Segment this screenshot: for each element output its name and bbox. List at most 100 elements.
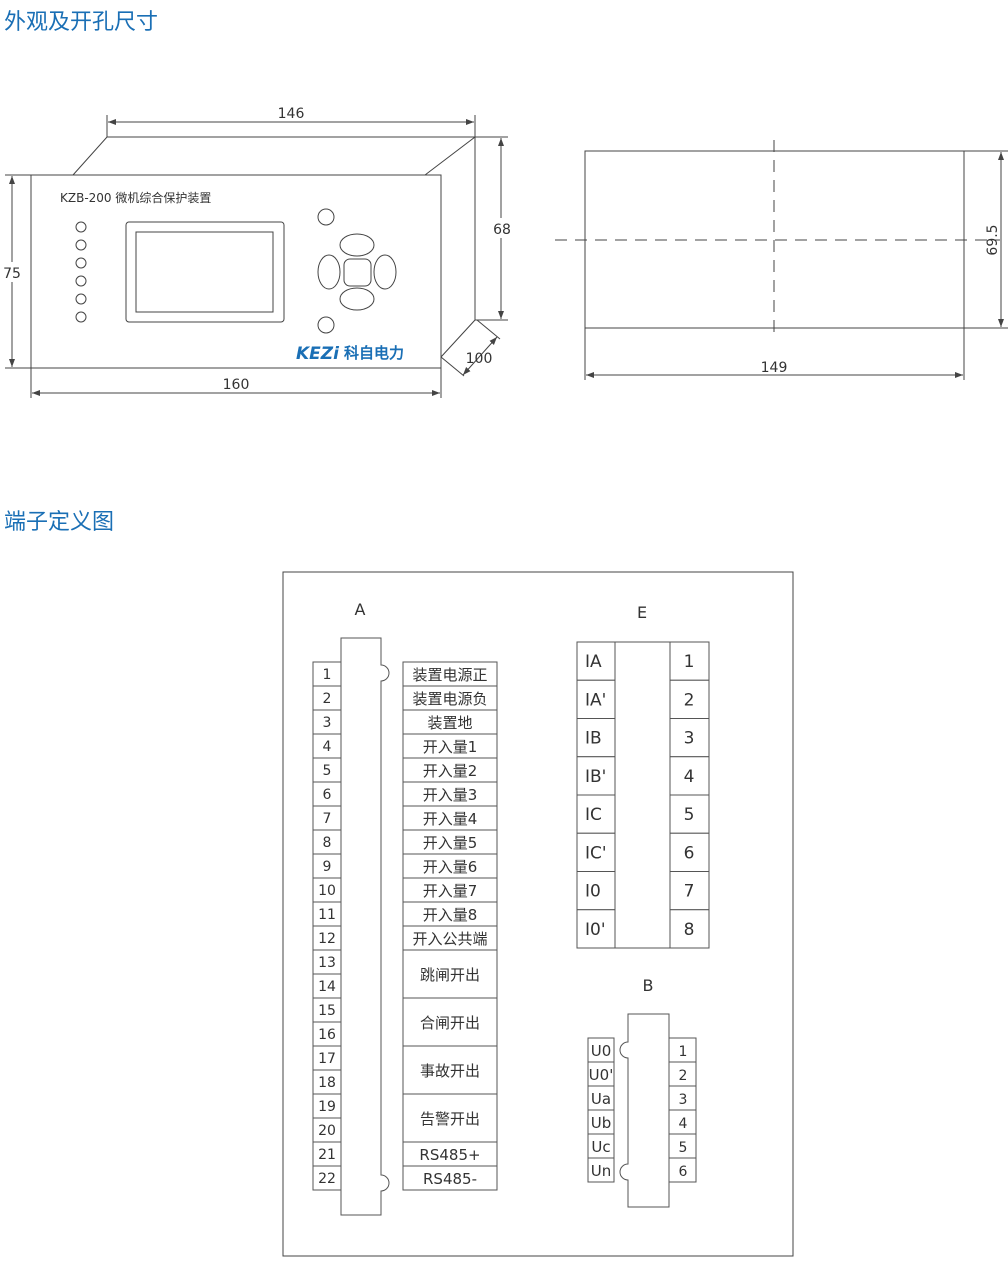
definition-text: 开入量5 (423, 834, 478, 852)
led-indicator (75, 239, 87, 251)
lcd-bezel (125, 221, 285, 323)
down-key (339, 287, 375, 311)
pin-number: 3 (684, 729, 695, 749)
pin-number: 1 (679, 1044, 688, 1060)
terminal-a-pin: 14 (312, 973, 342, 999)
terminal-a-pin: 11 (312, 901, 342, 927)
pin-number: 13 (318, 955, 336, 971)
definition-text: 事故开出 (420, 1062, 480, 1080)
terminal-a-definition: 装置电源正 (402, 661, 498, 687)
dim-146: 146 (278, 106, 305, 122)
terminal-a-pin: 18 (312, 1069, 342, 1095)
pin-number: 5 (684, 805, 695, 825)
signal-name: IB (585, 729, 602, 749)
signal-name: Un (591, 1162, 612, 1180)
left-key (317, 254, 341, 290)
dim-100: 100 (466, 351, 493, 367)
pin-number: 4 (684, 767, 695, 787)
logo-latin: KEZi (296, 344, 340, 364)
dim-69-5: 69.5 (985, 224, 1001, 255)
definition-text: 开入量6 (423, 858, 478, 876)
terminal-a-definition: 跳闸开出 (402, 949, 498, 999)
signal-name: Ua (591, 1090, 611, 1108)
logo-chinese: 科自电力 (344, 344, 404, 362)
pin-number: 7 (684, 882, 695, 902)
function-button-top (317, 208, 335, 226)
terminal-a-pin: 8 (312, 829, 342, 855)
terminal-e-connector (614, 641, 671, 949)
terminal-a-pin: 6 (312, 781, 342, 807)
terminal-a-pin: 17 (312, 1045, 342, 1071)
pin-number: 2 (323, 691, 332, 707)
definition-text: RS485- (423, 1170, 477, 1188)
signal-name: IA' (585, 690, 606, 710)
led-indicator (75, 221, 87, 233)
pin-number: 5 (323, 763, 332, 779)
terminal-a-definition: 开入量8 (402, 901, 498, 927)
terminal-a-pin: 12 (312, 925, 342, 951)
terminal-a-pin: 15 (312, 997, 342, 1023)
pin-number: 9 (323, 859, 332, 875)
pin-number: 14 (318, 979, 336, 995)
pin-number: 3 (323, 715, 332, 731)
signal-name: I0 (585, 882, 601, 902)
pin-number: 20 (318, 1123, 336, 1139)
terminal-a-definition: 开入量5 (402, 829, 498, 855)
terminal-a-block: 12345678910111213141516171819202122装置电源正… (312, 661, 498, 1191)
pin-number: 8 (684, 920, 695, 940)
right-key (373, 254, 397, 290)
dim-line-100 (462, 336, 498, 376)
led-indicator (75, 257, 87, 269)
signal-name: IA (585, 652, 602, 672)
terminal-a-definition: 合闸开出 (402, 997, 498, 1047)
up-key (339, 233, 375, 257)
terminal-a-pin: 4 (312, 733, 342, 759)
terminal-a-definition: 装置电源负 (402, 685, 498, 711)
terminal-a-definition: 开入量1 (402, 733, 498, 759)
definition-text: 开入量2 (423, 762, 478, 780)
terminal-a-pin: 19 (312, 1093, 342, 1119)
definition-text: 跳闸开出 (420, 966, 480, 984)
terminal-b-row: U0'2 (587, 1061, 697, 1087)
pin-number: 3 (679, 1092, 688, 1108)
device-side-outline (440, 137, 476, 358)
dim-75: 75 (3, 266, 21, 282)
definition-text: 开入量4 (423, 810, 478, 828)
pin-number: 21 (318, 1147, 336, 1163)
signal-name: Uc (591, 1138, 610, 1156)
terminal-a-definition: 事故开出 (402, 1045, 498, 1095)
signal-name: IC (585, 805, 602, 825)
terminal-a-pin: 1 (312, 661, 342, 687)
pin-number: 11 (318, 907, 336, 923)
terminal-b-connector (619, 1013, 670, 1208)
pin-number: 6 (323, 787, 332, 803)
dim-68: 68 (493, 222, 511, 238)
pin-number: 15 (318, 1003, 336, 1019)
signal-name: I0' (585, 920, 606, 940)
terminal-b-row: U0 1 (587, 1037, 697, 1063)
pin-number: 10 (318, 883, 336, 899)
definition-text: 装置电源正 (412, 666, 487, 684)
dim-160: 160 (223, 377, 250, 393)
enter-key (343, 258, 372, 287)
terminal-a-pin: 7 (312, 805, 342, 831)
signal-name: U0 (591, 1042, 612, 1060)
pin-number: 6 (679, 1164, 688, 1180)
panel-cutout: 69.5 149 (555, 140, 1008, 380)
function-button-bottom (317, 316, 335, 334)
terminal-a-definition: 开入公共端 (402, 925, 498, 951)
lcd-screen (135, 231, 274, 313)
definition-text: 开入公共端 (412, 930, 487, 948)
pin-number: 4 (323, 739, 332, 755)
terminal-a-definition: 开入量3 (402, 781, 498, 807)
definition-text: RS485+ (419, 1146, 480, 1164)
pin-number: 16 (318, 1027, 336, 1043)
terminal-a-connector (340, 637, 390, 1216)
dim-149: 149 (761, 360, 788, 376)
terminal-e-row: IC 5 (576, 794, 710, 834)
signal-name: Ub (591, 1114, 612, 1132)
